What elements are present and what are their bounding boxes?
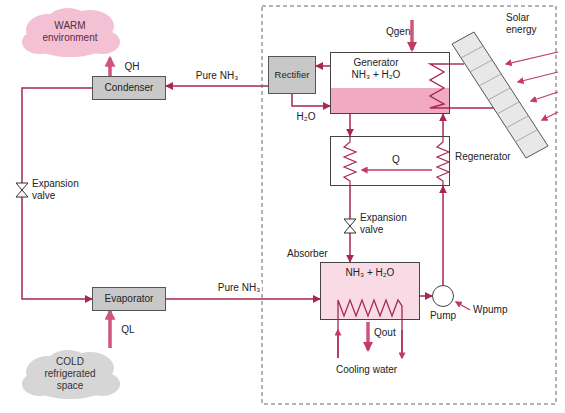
heat-arrow [366,322,370,350]
solar-collector [452,32,548,158]
node-label: Condenser [105,82,154,94]
collector-pipe [446,63,464,64]
valve-label: Expansion valve [32,178,88,202]
condenser-box: Condenser [92,76,166,100]
sun-rays [506,52,558,120]
regenerator-coil [437,137,449,185]
node-label: Pump [430,310,456,322]
generator-coil [430,64,446,108]
edge-label: QL [119,324,136,336]
expansion-valve-symbol [344,219,356,233]
node-label: Evaporator [105,293,154,305]
cooling-water-in [337,330,338,358]
heat-label: Qgen [386,26,410,38]
flow-line [420,295,432,297]
warm-environment-cloud: WARM environment [18,6,122,58]
collector-grid [461,46,537,142]
flow-line [292,94,330,106]
edge-label: Pure NH₃ [194,70,240,82]
node-label: Generator [353,57,398,69]
flow-line [349,114,351,136]
node-sublabel: Wpump [473,304,507,316]
absorber-coil [338,300,402,358]
flow-line [316,65,330,67]
rectifier-box: Rectifier [268,56,316,94]
cold-space-cloud: COLD refrigerated space [18,348,122,400]
flow-line [22,88,92,299]
cooling-water-label: Cooling water [336,364,397,376]
node-label: Absorber [287,248,328,260]
system-boundary [262,6,556,404]
collector-pipe [446,107,494,108]
node-label: COLD refrigerated space [35,356,105,392]
generator-liquid [331,88,449,113]
regenerator-box: Regenerator [330,136,450,186]
absorber-box: AbsorberNH₃ + H₂O [320,262,420,320]
node-sublabel: NH₃ + H₂O [346,267,395,279]
solar-label: Solar energy [506,12,548,36]
edge-label: H₂O [295,111,318,123]
node-label: WARM environment [38,20,102,44]
evaporator-box: Evaporator [92,287,166,311]
node-sublabel: NH₃ + H₂O [352,69,401,81]
pump-circle: PumpWpump [432,285,454,307]
valve-label: Expansion valve [360,212,420,236]
heat-arrow [362,169,432,170]
expansion-valve-symbol [16,183,28,197]
heat-flow-arrow [108,58,112,76]
flow-line [442,186,444,285]
node-label: Rectifier [275,69,310,81]
node-label: Regenerator [455,151,511,163]
work-arrow [456,302,470,310]
cooling-water-out [401,330,402,358]
edge-label: Pure NH₃ [216,282,262,294]
heat-label: Q [392,154,400,166]
flow-line [166,85,268,87]
flow-line [442,114,444,136]
flow-line [166,298,320,300]
heat-label: Qout [374,327,396,339]
edge-label: QH [123,61,142,73]
generator-box: GeneratorNH₃ + H₂O [330,52,450,114]
heat-arrow [410,20,414,50]
heat-flow-arrow [108,311,112,348]
regenerator-coil [344,137,356,185]
